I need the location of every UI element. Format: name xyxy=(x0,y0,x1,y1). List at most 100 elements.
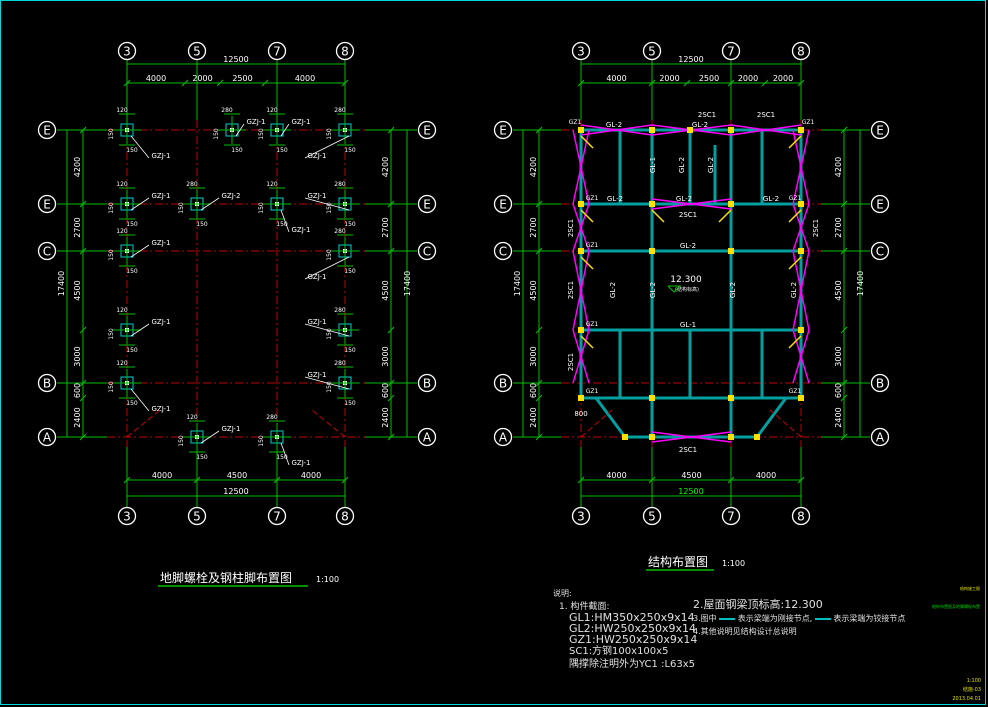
dim-tick xyxy=(387,326,395,334)
axis-bubble-bottom-3-circle xyxy=(117,506,137,526)
elevation-value: 12.300 xyxy=(670,275,702,285)
footing-dim-text: 150 xyxy=(126,268,138,275)
notes-item-3: 3.图中 表示梁端为刚接节点, 表示梁端为铰接节点 xyxy=(693,612,905,626)
axis-bubble-right-E-label: E xyxy=(876,124,884,138)
dim-top-2: 2500 xyxy=(232,74,252,83)
axis-bubble-right-C-label: C xyxy=(423,245,431,259)
footing-dim-text: 120 xyxy=(266,107,278,114)
notes-gl1: GL1:HM350x250x9x14 xyxy=(569,611,695,624)
axis-bubble-top-8-label: 8 xyxy=(341,45,349,59)
wall-brace xyxy=(572,250,590,331)
member-label-gl: GL-2 xyxy=(649,282,657,298)
footing-dim-text: 150 xyxy=(178,435,185,447)
footing-dim-text: 150 xyxy=(231,147,243,154)
dim-right-3: 3000 xyxy=(381,346,390,366)
footing-leader xyxy=(235,123,245,137)
knee-brace xyxy=(580,209,594,223)
steel-beam xyxy=(594,397,627,438)
axis-bubble-left-C-label: C xyxy=(499,245,507,259)
footing-dim-text: 120 xyxy=(116,360,128,367)
column-node xyxy=(649,434,655,440)
axis-bubble-bottom-8-label: 8 xyxy=(341,510,349,524)
footing-dim-text: 150 xyxy=(344,347,356,354)
axis-bubble-top-3-circle xyxy=(117,41,137,61)
dim-bottom-2: 4000 xyxy=(301,471,321,480)
brace-label-sc: 2SC1 xyxy=(567,353,575,371)
footing-dim-text: 280 xyxy=(221,107,233,114)
notes-item-3c: 表示梁端为铰接节点 xyxy=(833,614,906,623)
notes-heading: 说明: xyxy=(553,589,572,598)
dim-tick xyxy=(535,379,543,387)
dim-right-0: 4200 xyxy=(381,157,390,177)
dim-left-2: 4500 xyxy=(529,280,538,300)
footing-dim-text: 150 xyxy=(126,221,138,228)
dim-top-4: 2000 xyxy=(773,74,793,83)
footing-leader xyxy=(304,323,350,337)
axis-bubble-top-7-circle xyxy=(267,41,287,61)
footing-label-gzj: GZJ-1 xyxy=(307,192,326,200)
footing-label-gzj: GZJ-1 xyxy=(151,405,170,413)
notes-item-1: 1. 构件截面: xyxy=(559,602,610,612)
member-label-gl: GL-2 xyxy=(678,157,686,173)
footing-label-gzj: GZJ-1 xyxy=(151,318,170,326)
axis-bubble-right-B-label: B xyxy=(423,377,431,391)
knee-brace xyxy=(651,209,665,223)
footing-leader xyxy=(280,209,290,233)
axis-bubble-right-C-circle xyxy=(417,241,437,261)
dim-tick xyxy=(387,247,395,255)
dim-tick xyxy=(648,79,656,87)
dim-tick xyxy=(193,476,201,484)
dim-tick xyxy=(79,200,87,208)
member-label-gl: GL-1 xyxy=(649,157,657,173)
column-node xyxy=(728,127,734,133)
dim-top-2: 2500 xyxy=(699,74,719,83)
dim-bottom-0: 4000 xyxy=(606,471,626,480)
member-label-gl: GL-2 xyxy=(692,121,708,129)
axis-bubble-right-A-label: A xyxy=(423,431,432,445)
notes-gz1: GZ1:HW250x250x9x14 xyxy=(569,633,698,646)
footing-leader xyxy=(304,197,350,211)
axis-bubble-bottom-5-circle xyxy=(187,506,207,526)
dim-tick xyxy=(535,126,543,134)
footing-label-gzj: GZJ-1 xyxy=(151,239,170,247)
axis-bubble-left-E-circle xyxy=(37,194,57,214)
title-block-bottom: 1:100 结施-03 2013.04.01 xyxy=(945,677,981,704)
design-notes-right: 2.屋面钢梁顶标高:12.300 3.图中 表示梁端为刚接节点, 表示梁端为铰接… xyxy=(693,598,905,638)
axis-bubble-left-B-label: B xyxy=(499,377,507,391)
footing-dim-text: 150 xyxy=(276,454,288,461)
brace-label-sc: 2SC1 xyxy=(698,111,716,119)
notes-gl2: GL2:HW250x250x9x14 xyxy=(569,622,697,635)
dim-extra: 800 xyxy=(574,410,587,418)
dim-tick xyxy=(727,79,735,87)
axis-bubble-bottom-7-circle xyxy=(721,506,741,526)
member-label-gl: GL-1 xyxy=(680,321,696,329)
titleblock-line2: 结构布置图及地脚螺栓布置 xyxy=(932,604,980,609)
dim-tick xyxy=(797,79,805,87)
axis-bubble-left-E-circle xyxy=(37,120,57,140)
axis-bubble-right-E-label: E xyxy=(423,124,431,138)
axis-bubble-left-A-circle xyxy=(37,427,57,447)
axis-diag-left xyxy=(126,409,161,438)
axis-bubble-left-B-circle xyxy=(37,373,57,393)
knee-brace xyxy=(580,135,594,149)
dim-tick xyxy=(79,379,87,387)
axis-bubble-left-A-circle xyxy=(493,427,513,447)
column-node xyxy=(649,395,655,401)
footing-dim-text: 150 xyxy=(344,400,356,407)
dim-right-3: 3000 xyxy=(834,346,843,366)
footing-dim-text: 150 xyxy=(213,128,220,140)
dim-left-4: 600 xyxy=(529,383,538,398)
wall-brace xyxy=(572,203,590,252)
member-label-gl: GL-2 xyxy=(763,195,779,203)
dim-tick xyxy=(216,79,224,87)
dim-tick xyxy=(577,79,585,87)
column-node xyxy=(728,395,734,401)
dim-bottom-1: 4500 xyxy=(681,471,701,480)
roof-brace xyxy=(651,431,732,443)
column-label-gz: GZ1 xyxy=(569,119,582,126)
axis-bubble-bottom-8-circle xyxy=(335,506,355,526)
footing-dim-text: 150 xyxy=(344,268,356,275)
footing-dim-text: 150 xyxy=(126,400,138,407)
dim-right-2: 4500 xyxy=(381,280,390,300)
dim-tick xyxy=(273,476,281,484)
